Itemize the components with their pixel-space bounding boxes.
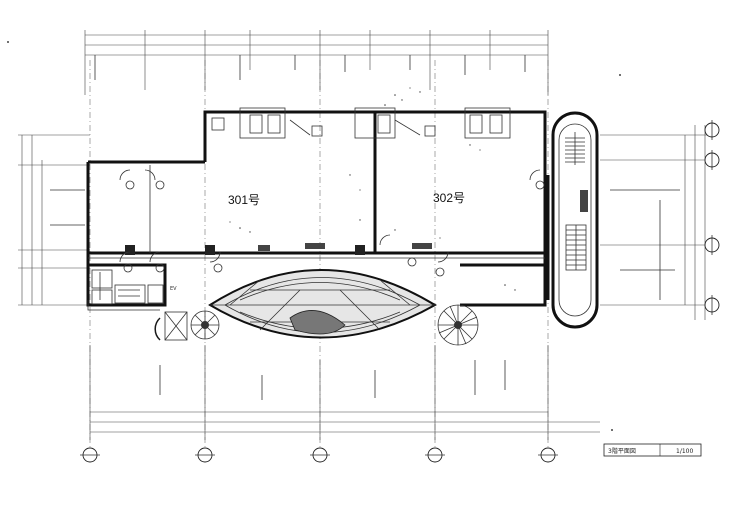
stair-tower [546, 111, 599, 329]
right-spiral-stair [437, 304, 479, 346]
left-dimension-lines [18, 134, 90, 306]
elevator-label: EV [170, 286, 177, 292]
axis-markers-right [704, 120, 720, 315]
building-outline [86, 110, 547, 311]
elevator-shaft [154, 311, 188, 341]
grid-lines [89, 60, 549, 450]
title-block [603, 443, 702, 457]
central-atrium [208, 269, 437, 339]
room-302-label: 302号 [433, 191, 465, 205]
left-spiral-stair [190, 310, 220, 340]
top-dimension-lines [84, 30, 549, 95]
scan-noise [7, 41, 621, 431]
stair-tower-upper-treads [565, 132, 585, 165]
room-301-label: 301号 [228, 193, 260, 207]
stair-tower-middle-treads [565, 224, 587, 271]
title-block-scale: 1/100 [676, 448, 693, 455]
right-dimension-lines [600, 125, 715, 320]
door-swings [119, 169, 545, 277]
upper-wet-areas [211, 107, 511, 139]
corridor-columns [125, 243, 432, 255]
axis-markers-bottom [80, 447, 558, 463]
bottom-dimension-lines [89, 345, 600, 440]
title-block-label: 3階平面図 [608, 447, 636, 455]
lower-left-utility [91, 269, 164, 305]
